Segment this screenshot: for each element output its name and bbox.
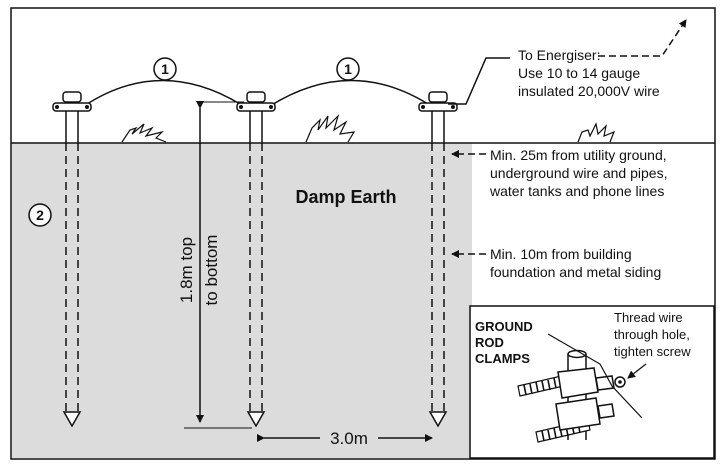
grass-tuft-icon [577, 122, 616, 143]
energiser-text: Use 10 to 14 gauge [518, 65, 640, 81]
ground-rod [236, 91, 276, 428]
earth-region [12, 143, 472, 458]
spacing-label: 3.0m [330, 429, 368, 448]
clamp-inset: GROUND ROD CLAMPS Thread wire through ho… [469, 305, 715, 459]
energiser-lead-line [448, 57, 510, 105]
callout-number: 1 [161, 61, 169, 77]
damp-earth-label: Damp Earth [295, 187, 396, 207]
spacing-label-bg [320, 428, 378, 448]
thread-wire-text: Thread wire [614, 310, 683, 325]
callout-number: 1 [344, 61, 352, 77]
thread-wire-arrow [627, 363, 647, 379]
energiser-text: To Energiser: [518, 47, 600, 63]
building-distance-text: foundation and metal siding [490, 264, 661, 280]
callout-circle [28, 203, 52, 227]
grass-tuft-icon [121, 123, 167, 143]
energiser-wire-arrow [598, 19, 687, 57]
ground-rod [418, 91, 458, 428]
utility-distance-text: water tanks and phone lines [489, 183, 664, 199]
thread-wire-text: tighten screw [614, 344, 691, 359]
building-distance-text: Min. 10m from building [490, 246, 632, 262]
energiser-text: insulated 20,000V wire [518, 83, 660, 99]
connecting-wire [83, 79, 241, 107]
rod-height-label: to bottom [202, 235, 221, 306]
callout-circle [153, 57, 177, 81]
callout-number: 2 [36, 207, 44, 223]
clamp-screw-icon [614, 376, 626, 388]
clamp-title: ROD [475, 335, 504, 350]
utility-distance-text: underground wire and pipes, [490, 165, 667, 181]
clamp-title: CLAMPS [475, 351, 530, 366]
utility-distance-text: Min. 25m from utility ground, [490, 147, 667, 163]
callout-circle [336, 57, 360, 81]
inset-wire [547, 333, 643, 419]
ground-rod [52, 91, 92, 428]
rod-height-label: 1.8m top [177, 237, 196, 303]
clamp-title: GROUND [475, 319, 533, 334]
thread-wire-text: through hole, [614, 327, 690, 342]
grass-tuft-icon [305, 113, 356, 143]
